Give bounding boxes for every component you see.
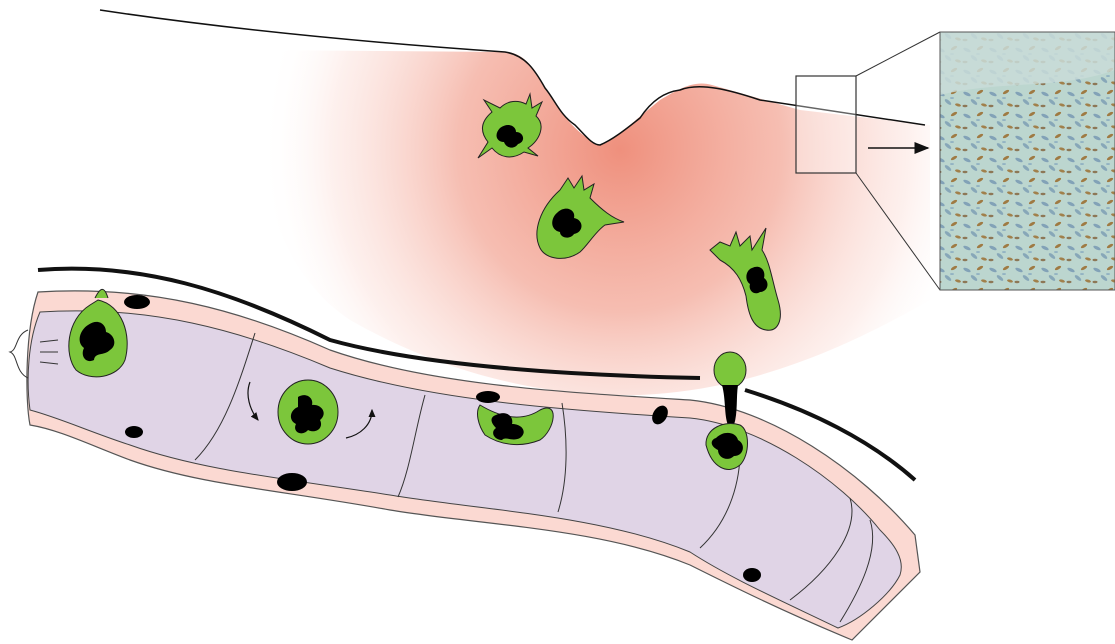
zoom-region-box xyxy=(796,76,856,173)
histology-micrograph xyxy=(940,32,1115,290)
endothelial-nucleus-icon xyxy=(743,568,761,582)
endothelial-nucleus-icon xyxy=(277,473,307,491)
endothelial-nucleus-icon xyxy=(125,426,143,438)
endothelial-nucleus-icon xyxy=(124,295,150,309)
endothelial-bulge xyxy=(95,289,108,298)
monocyte-icon xyxy=(278,380,338,444)
endothelial-nucleus-icon xyxy=(476,391,500,403)
zoom-guide-top xyxy=(856,32,940,76)
